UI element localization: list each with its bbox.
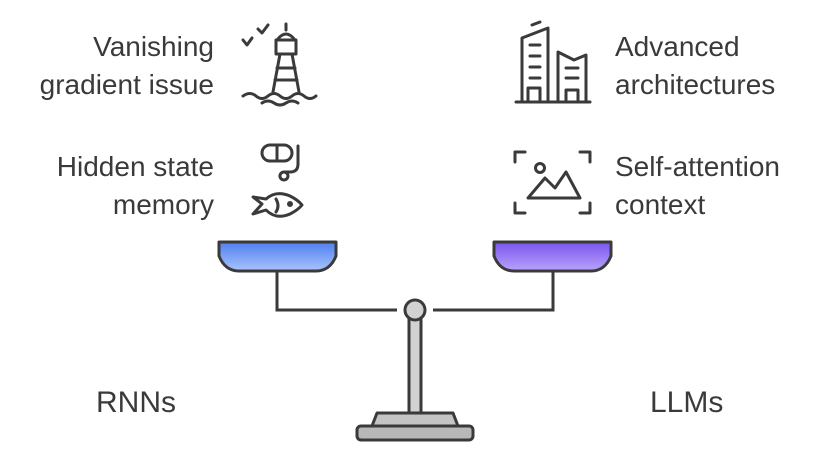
hidden-state-label: Hidden state memory bbox=[57, 148, 214, 224]
right-pan bbox=[492, 240, 613, 273]
lighthouse-icon bbox=[241, 22, 318, 107]
label-line: gradient issue bbox=[39, 69, 214, 100]
label-line: Vanishing bbox=[93, 31, 214, 62]
scale-base-top bbox=[370, 411, 460, 428]
scale-pivot bbox=[403, 298, 427, 322]
scale-pillar bbox=[407, 312, 423, 416]
scale-base bbox=[355, 424, 475, 442]
right-arm bbox=[433, 270, 555, 312]
image-focus-icon bbox=[513, 150, 592, 215]
vanishing-gradient-label: Vanishing gradient issue bbox=[40, 28, 214, 104]
left-pan bbox=[217, 240, 338, 273]
self-attention-label: Self-attention context bbox=[615, 148, 780, 224]
label-line: memory bbox=[112, 189, 214, 220]
advanced-architectures-label: Advanced architectures bbox=[615, 28, 775, 104]
label-line: architectures bbox=[615, 69, 776, 100]
left-arm bbox=[275, 270, 397, 312]
label-line: Advanced bbox=[615, 31, 740, 62]
snorkel-fish-icon bbox=[251, 143, 304, 218]
label-line: context bbox=[615, 189, 706, 220]
label-line: Hidden state bbox=[56, 151, 214, 182]
buildings-icon bbox=[514, 20, 592, 104]
rnns-side-label: RNNs bbox=[96, 386, 176, 419]
llms-side-label: LLMs bbox=[650, 386, 724, 419]
label-line: Self-attention bbox=[615, 151, 780, 182]
